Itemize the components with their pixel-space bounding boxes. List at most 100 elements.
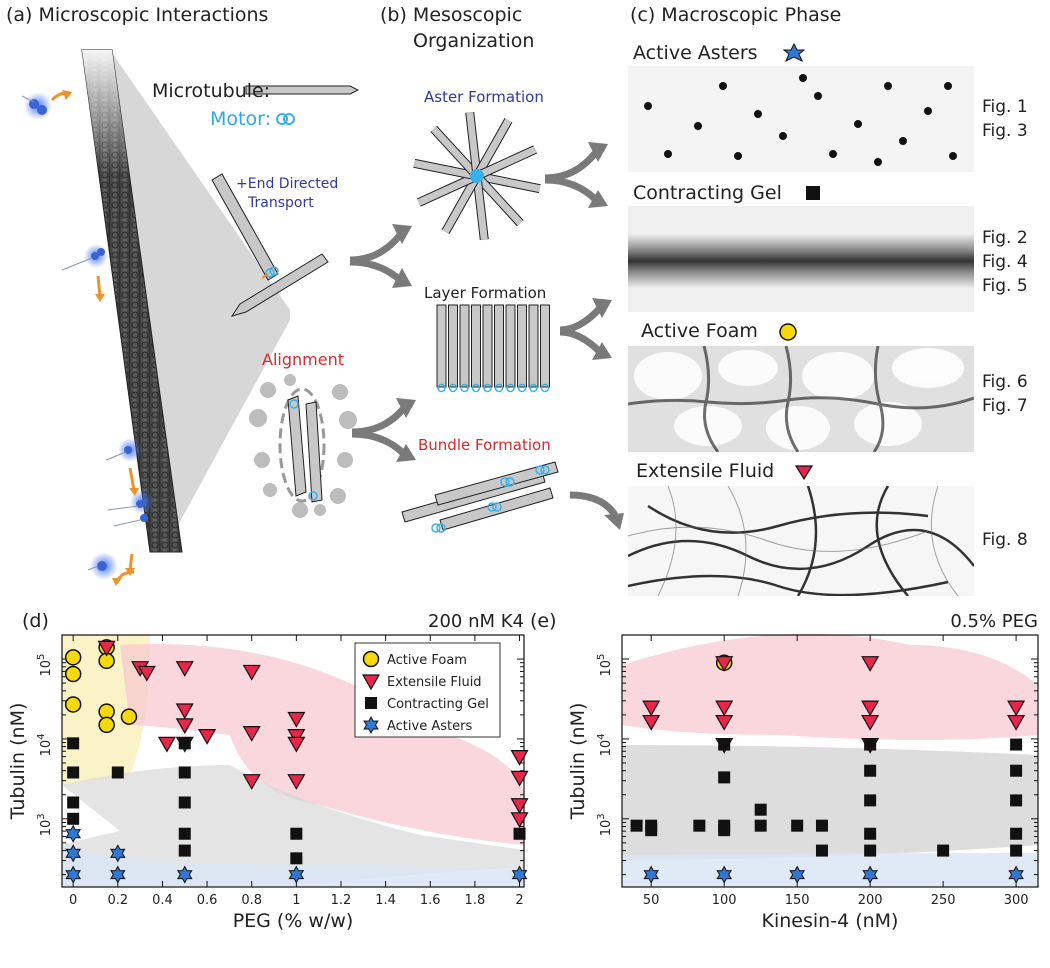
flow-arrows	[349, 149, 618, 518]
x-tick-label: 0.8	[241, 893, 262, 908]
fig-ref[interactable]: Fig. 4	[982, 252, 1028, 272]
x-tick-label: 2	[515, 893, 523, 908]
motor-glow-5	[87, 552, 118, 580]
phase-region	[622, 633, 1038, 740]
data-point-triangle-down	[510, 750, 529, 766]
transport-label-line1: +End Directed	[236, 176, 339, 192]
fig-ref[interactable]: Fig. 7	[982, 396, 1028, 416]
x-tick-label: 0.2	[107, 893, 128, 908]
data-point-triangle-down	[242, 725, 261, 742]
data-point-square	[178, 737, 191, 750]
data-point-square	[111, 766, 124, 779]
data-point-square	[718, 824, 731, 837]
legend-label: Contracting Gel	[387, 697, 489, 712]
microscopic-illustration	[21, 49, 360, 586]
panel-b-title-line2: Organization	[413, 30, 535, 52]
data-point-square	[864, 794, 877, 807]
fig-ref[interactable]: Fig. 6	[982, 372, 1028, 392]
data-point-star	[643, 865, 659, 884]
layer-formation-label: Layer Formation	[424, 284, 547, 302]
data-point-triangle-down	[1007, 700, 1026, 717]
x-tick-label: 300	[1004, 893, 1029, 908]
fig-ref[interactable]: Fig. 1	[982, 97, 1028, 117]
x-tick-label: 100	[712, 893, 737, 908]
data-point-square	[178, 766, 191, 779]
bundle-formation-label: Bundle Formation	[418, 436, 551, 454]
data-point-square	[718, 738, 731, 751]
x-tick-label: 1	[292, 893, 300, 908]
data-point-triangle-down	[715, 714, 734, 731]
data-point-square	[630, 819, 643, 832]
data-point-square	[178, 796, 191, 809]
data-point-star	[789, 865, 805, 884]
x-tick-label: 50	[643, 893, 660, 908]
phase-region	[622, 745, 1038, 860]
data-point-square	[1010, 794, 1023, 807]
alignment-label: Alignment	[262, 350, 344, 369]
legend-marker	[361, 674, 381, 691]
layer-diagram	[436, 304, 550, 393]
fig-refs-gel: Fig. 2 Fig. 4 Fig. 5	[982, 226, 1028, 298]
panel-a-title: (a) Microscopic Interactions	[6, 4, 269, 26]
x-tick-label: 0.6	[197, 893, 218, 908]
fig-refs-asters: Fig. 1 Fig. 3	[982, 95, 1028, 143]
data-point-square	[754, 803, 767, 816]
y-tick-label: 104	[36, 733, 54, 756]
data-point-star	[176, 865, 193, 884]
y-tick-label: 103	[36, 813, 54, 836]
fluid-triangle-icon	[794, 465, 814, 481]
x-tick-label: 0	[69, 893, 77, 908]
panel-label: (d)	[22, 610, 49, 632]
data-point-square	[1010, 764, 1023, 777]
data-point-triangle-down	[715, 700, 734, 717]
data-point-square	[178, 827, 191, 840]
panel-label: (e)	[530, 610, 557, 632]
data-point-circle	[98, 716, 115, 734]
data-point-triangle-down	[287, 729, 306, 745]
fig-ref[interactable]: Fig. 3	[982, 121, 1028, 141]
data-point-triangle-down	[198, 729, 217, 745]
data-point-star	[65, 844, 81, 863]
fig-ref[interactable]: Fig. 2	[982, 228, 1028, 248]
panel-b-title-line1: (b) Mesoscopic	[380, 4, 523, 26]
data-point-square	[693, 819, 706, 832]
data-point-square	[67, 737, 80, 750]
data-point-triangle-down	[861, 714, 880, 731]
y-tick-label: 104	[596, 733, 614, 756]
legend-marker	[365, 697, 377, 709]
motor-glow-2	[61, 244, 108, 271]
data-point-square	[1010, 738, 1023, 751]
x-tick-label: 150	[785, 893, 810, 908]
data-point-star	[65, 824, 81, 843]
data-point-square	[718, 771, 731, 784]
data-point-triangle-down	[242, 664, 261, 681]
gel-micrograph	[628, 206, 974, 312]
fig-ref[interactable]: Fig. 5	[982, 276, 1028, 296]
data-point-triangle-down	[510, 812, 529, 829]
legend-label: Active Asters	[387, 719, 472, 734]
data-point-square	[67, 766, 80, 779]
data-point-triangle-down	[287, 711, 306, 728]
data-point-triangle-down	[715, 656, 734, 672]
data-point-triangle-down	[510, 798, 529, 814]
data-point-square	[754, 819, 767, 832]
fig-ref[interactable]: Fig. 8	[982, 530, 1028, 550]
x-tick-label: 1.8	[465, 893, 486, 908]
data-point-triangle-down	[175, 718, 194, 735]
gel-square-icon	[806, 186, 820, 200]
phase-region	[622, 853, 1038, 887]
x-tick-label: 1.6	[420, 893, 441, 908]
data-point-circle	[120, 708, 138, 725]
data-point-square	[1010, 827, 1023, 840]
data-point-square	[937, 844, 950, 857]
data-point-triangle-down	[157, 736, 176, 753]
data-point-square	[815, 844, 828, 857]
data-point-square	[864, 738, 877, 751]
foam-micrograph	[628, 346, 974, 452]
x-tick-label: 0.4	[152, 893, 173, 908]
data-point-square	[67, 812, 80, 825]
asters-micrograph	[628, 66, 974, 172]
x-axis-label: PEG (% w/w)	[233, 910, 354, 932]
data-point-star	[110, 865, 126, 884]
microtubule-legend-glyph	[245, 85, 360, 95]
